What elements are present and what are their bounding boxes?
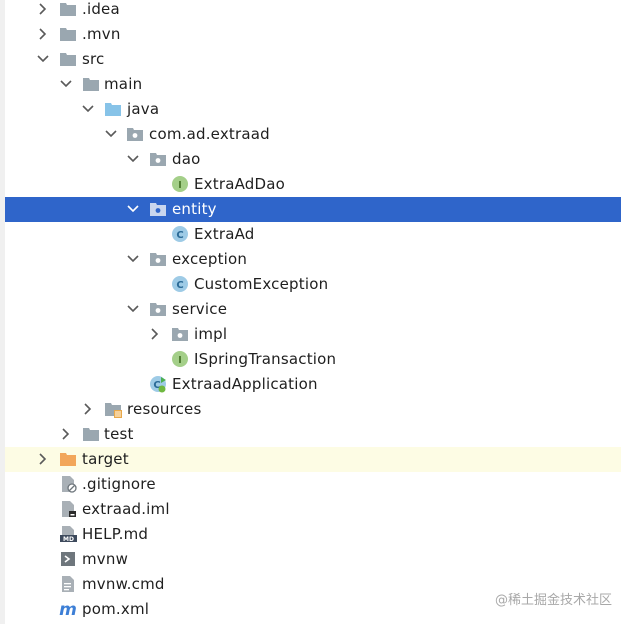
tree-row-label: ExtraadApplication <box>172 375 318 393</box>
tree-row-mvnw-cmd[interactable]: mvnw.cmd <box>5 572 621 597</box>
tree-row-ispringtransaction[interactable]: I ISpringTransaction <box>5 347 621 372</box>
chevron-right-icon[interactable] <box>36 2 50 16</box>
chevron-right-icon[interactable] <box>81 402 95 416</box>
tree-row-extraad-iml[interactable]: extraad.iml <box>5 497 621 522</box>
tree-row-target[interactable]: target <box>5 447 621 472</box>
shell-script-icon <box>59 550 77 568</box>
package-icon <box>149 250 167 268</box>
tree-row-mvn[interactable]: .mvn <box>5 22 621 47</box>
chevron-right-icon[interactable] <box>36 452 50 466</box>
tree-row-label: HELP.md <box>82 525 149 543</box>
watermark: @稀土掘金技术社区 <box>494 593 612 608</box>
tree-row-label: ExtraAd <box>194 225 255 243</box>
tree-row-label: target <box>82 450 129 468</box>
tree-row-com-ad-extraad[interactable]: com.ad.extraad <box>5 122 621 147</box>
tree-row-label: mvnw.cmd <box>82 575 165 593</box>
tree-row-extraadapplication[interactable]: C ExtraadApplication <box>5 372 621 397</box>
tree-row-idea[interactable]: .idea <box>5 0 621 22</box>
tree-row-label: main <box>104 75 143 93</box>
package-icon <box>149 150 167 168</box>
chevron-down-icon[interactable] <box>59 77 73 91</box>
tree-row-label: java <box>127 100 160 118</box>
interface-badge-letter: I <box>178 180 182 191</box>
chevron-right-icon[interactable] <box>148 327 162 341</box>
tree-row-label: service <box>172 300 228 318</box>
chevron-down-icon[interactable] <box>126 252 140 266</box>
tree-row-main[interactable]: main <box>5 72 621 97</box>
tree-row-label: resources <box>127 400 202 418</box>
tree-row-label: entity <box>172 200 217 218</box>
text-file-icon <box>59 575 77 593</box>
module-file-icon <box>59 500 77 518</box>
tree-row-label: impl <box>194 325 228 343</box>
class-icon: C <box>171 275 189 293</box>
tree-row-pom-xml[interactable]: m pom.xml <box>5 597 621 622</box>
chevron-down-icon[interactable] <box>36 52 50 66</box>
tree-row-label: .idea <box>82 0 120 18</box>
maven-badge-letter: m <box>59 600 77 618</box>
tree-row-mvnw[interactable]: mvnw <box>5 547 621 572</box>
chevron-right-icon[interactable] <box>59 427 73 441</box>
spring-boot-class-icon: C <box>149 375 167 393</box>
folder-icon <box>59 0 77 18</box>
tree-row-label: ExtraAdDao <box>194 175 286 193</box>
chevron-down-icon[interactable] <box>126 152 140 166</box>
ignored-file-icon <box>59 475 77 493</box>
tree-row-help-md[interactable]: MD HELP.md <box>5 522 621 547</box>
tree-gutter <box>0 0 5 624</box>
tree-row-label: .gitignore <box>82 475 156 493</box>
folder-icon <box>82 425 100 443</box>
excluded-folder-icon <box>59 450 77 468</box>
tree-row-label: mvnw <box>82 550 129 568</box>
package-icon <box>149 200 167 218</box>
interface-icon: I <box>171 175 189 193</box>
tree-row-src[interactable]: src <box>5 47 621 72</box>
interface-badge-letter: I <box>178 355 182 366</box>
interface-icon: I <box>171 350 189 368</box>
markdown-badge-text: MD <box>63 536 74 543</box>
tree-row-label: test <box>104 425 134 443</box>
tree-row-service[interactable]: service <box>5 297 621 322</box>
markdown-file-icon: MD <box>59 525 77 543</box>
folder-icon <box>82 75 100 93</box>
package-icon <box>171 325 189 343</box>
tree-row-label: extraad.iml <box>82 500 170 518</box>
class-icon: C <box>171 225 189 243</box>
maven-icon: m <box>59 600 77 620</box>
resources-folder-icon <box>104 400 122 418</box>
tree-row-extraad[interactable]: C ExtraAd <box>5 222 621 247</box>
class-badge-letter: C <box>176 230 183 241</box>
tree-row-entity[interactable]: entity <box>5 197 621 222</box>
chevron-right-icon[interactable] <box>36 27 50 41</box>
package-icon <box>126 125 144 143</box>
class-badge-letter: C <box>176 280 183 291</box>
chevron-down-icon[interactable] <box>126 302 140 316</box>
class-badge-letter: C <box>153 380 160 391</box>
tree-row-impl[interactable]: impl <box>5 322 621 347</box>
package-icon <box>149 300 167 318</box>
chevron-down-icon[interactable] <box>104 127 118 141</box>
tree-row-label: dao <box>172 150 201 168</box>
chevron-down-icon[interactable] <box>126 202 140 216</box>
tree-row-label: CustomException <box>194 275 329 293</box>
tree-row-extraaddao[interactable]: I ExtraAdDao <box>5 172 621 197</box>
tree-row-java[interactable]: java <box>5 97 621 122</box>
tree-row-gitignore[interactable]: .gitignore <box>5 472 621 497</box>
tree-row-resources[interactable]: resources <box>5 397 621 422</box>
chevron-down-icon[interactable] <box>81 102 95 116</box>
tree-row-label: pom.xml <box>82 600 150 618</box>
folder-icon <box>59 50 77 68</box>
tree-row-test[interactable]: test <box>5 422 621 447</box>
tree-row-label: ISpringTransaction <box>194 350 337 368</box>
tree-row-customexception[interactable]: C CustomException <box>5 272 621 297</box>
folder-icon <box>59 25 77 43</box>
tree-row-label: exception <box>172 250 248 268</box>
tree-row-exception[interactable]: exception <box>5 247 621 272</box>
tree-row-label: src <box>82 50 105 68</box>
source-folder-icon <box>104 100 122 118</box>
tree-row-label: .mvn <box>82 25 121 43</box>
tree-row-dao[interactable]: dao <box>5 147 621 172</box>
tree-row-label: com.ad.extraad <box>149 125 270 143</box>
